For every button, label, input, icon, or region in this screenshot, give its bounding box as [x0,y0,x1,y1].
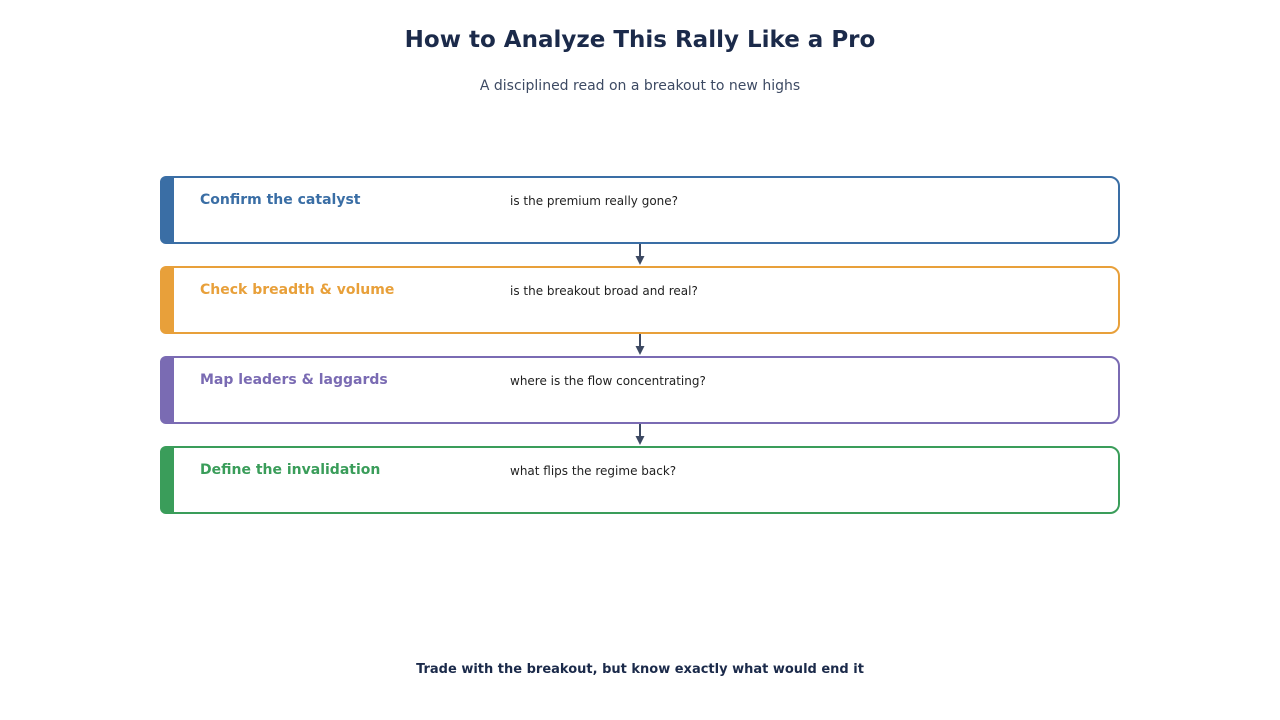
step-accent-bar [160,446,174,514]
step-box-3: Map leaders & laggards where is the flow… [160,356,1120,424]
down-arrow-icon [635,244,645,265]
step-accent-bar [160,176,174,244]
step-title: Define the invalidation [200,462,381,478]
step-title: Map leaders & laggards [200,372,388,388]
step-box-2: Check breadth & volume is the breakout b… [160,266,1120,334]
page-subtitle: A disciplined read on a breakout to new … [479,78,801,94]
down-arrow-icon [635,424,645,445]
step-question: is the breakout broad and real? [510,284,698,298]
step-accent-bar [160,266,174,334]
step-question: what flips the regime back? [510,464,677,478]
step-accent-bar [160,356,174,424]
down-arrow-icon [635,334,645,355]
step-question: is the premium really gone? [510,194,679,208]
step-title: Confirm the catalyst [200,192,361,208]
step-title: Check breadth & volume [200,282,395,298]
step-box-4: Define the invalidation what flips the r… [160,446,1120,514]
step-box-1: Confirm the catalyst is the premium real… [160,176,1120,244]
footer-takeaway: Trade with the breakout, but know exactl… [416,662,864,677]
page-title: How to Analyze This Rally Like a Pro [404,27,876,53]
step-question: where is the flow concentrating? [510,374,706,388]
